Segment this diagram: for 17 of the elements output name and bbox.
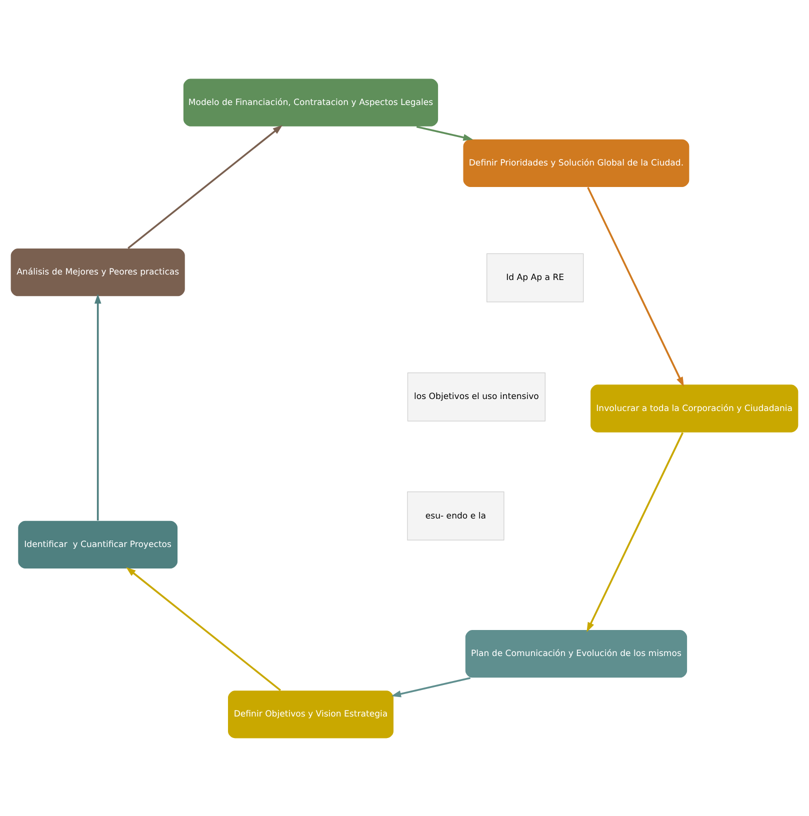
label: esu- endo e la xyxy=(425,510,486,521)
arrow xyxy=(586,432,684,632)
node-box: Modelo de Financiación, Contratacion y Aspectos Legales xyxy=(182,78,439,126)
label: Id Ap Ap a RE xyxy=(506,272,564,283)
node-box: Definir Objetivos y Vision Estrategia xyxy=(227,690,394,738)
node-box: Identificar y Cuantificar Proyectos xyxy=(18,520,178,569)
label: los Objetivos el uso intensivo xyxy=(414,392,539,402)
arrow xyxy=(391,676,471,697)
node-box: Involucrar a toda la Corporación y Ciudadania xyxy=(590,384,799,432)
arrow xyxy=(128,124,283,248)
arrow xyxy=(587,186,684,386)
arrow xyxy=(126,566,282,690)
node-box: Plan de Comunicación y Evolución de los mismos xyxy=(464,628,688,678)
arrow xyxy=(416,125,474,140)
arrow xyxy=(94,293,102,520)
node-box: Análisis de Mejores y Peores practicas xyxy=(10,247,186,296)
node-box: Definir Prioridades y Solución Global de la Ciudad. xyxy=(462,138,690,188)
